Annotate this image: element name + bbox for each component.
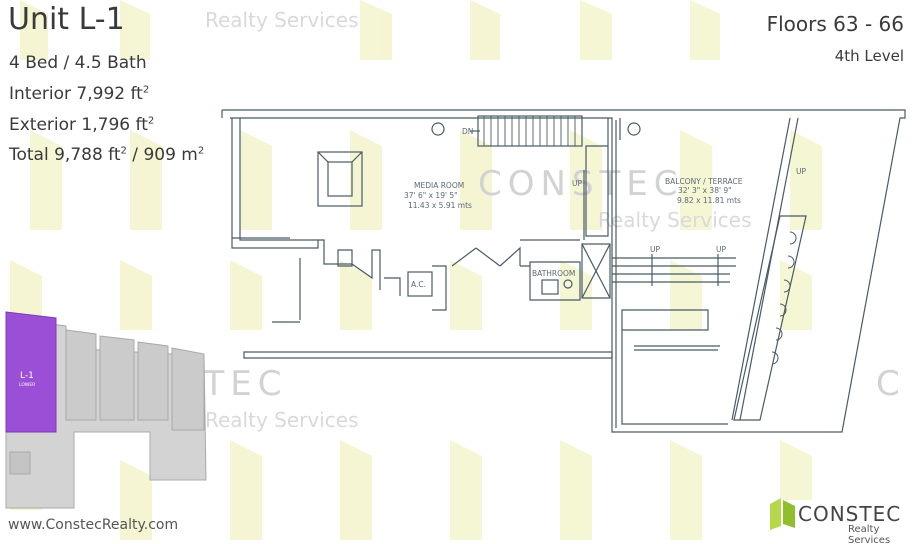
label-up-1: UP <box>572 179 582 188</box>
total-area: Total 9,788 ft2 / 909 m2 <box>9 145 204 165</box>
label-media-room-ft: 37' 6" x 19' 5" <box>404 191 458 200</box>
label-balcony: BALCONY / TERRACE <box>665 177 743 186</box>
level-label: 4th Level <box>834 47 904 65</box>
logo-sub: Realty Services <box>848 524 891 544</box>
exterior-area: Exterior 1,796 ft2 <box>9 115 154 135</box>
label-media-room: MEDIA ROOM <box>414 181 464 190</box>
watermark-brand-center: CONSTEC <box>478 164 684 204</box>
key-plan: L-1 LOWER <box>5 311 207 509</box>
label-up-2: UP <box>796 167 806 176</box>
unit-title: Unit L-1 <box>8 2 125 37</box>
exterior-area-text: Exterior 1,796 ft <box>9 115 148 135</box>
watermark-brand-edge: C <box>876 364 900 404</box>
label-bathroom: BATHROOM <box>532 269 575 278</box>
key-plan-unit-label: L-1 <box>20 371 34 381</box>
label-ac: A.C. <box>411 280 426 289</box>
interior-area: Interior 7,992 ft2 <box>9 84 149 104</box>
key-plan-highlight <box>5 311 57 433</box>
label-media-room-m: 11.43 x 5.91 mts <box>408 201 472 210</box>
website-url[interactable]: www.ConstecRealty.com <box>8 517 179 533</box>
total-area-text: Total 9,788 ft <box>9 145 121 165</box>
beds-baths: 4 Bed / 4.5 Bath <box>9 53 147 73</box>
squared-sup: 2 <box>197 145 205 157</box>
label-up-4: UP <box>716 245 726 254</box>
squared-sup: 2 <box>147 115 155 127</box>
constec-logo-icon <box>770 498 795 530</box>
watermark-top-text: Realty Services <box>205 8 359 32</box>
key-plan-unit-sublabel: LOWER <box>19 382 35 388</box>
constec-logo: CONSTEC Realty Services <box>768 496 908 544</box>
floors-range: Floors 63 - 66 <box>766 12 904 36</box>
squared-sup: 2 <box>142 84 150 96</box>
label-balcony-ft: 32' 3" x 38' 9" <box>678 186 732 195</box>
logo-name: CONSTEC <box>798 502 902 526</box>
interior-area-text: Interior 7,992 ft <box>9 84 143 104</box>
label-dn: DN <box>462 127 473 136</box>
watermark-sub-center: Realty Services <box>598 208 752 232</box>
watermark-sub-left: Realty Services <box>205 408 359 432</box>
label-up-3: UP <box>650 245 660 254</box>
label-balcony-m: 9.82 x 11.81 mts <box>677 196 741 205</box>
total-area-metric: / 909 m <box>126 145 198 165</box>
squared-sup: 2 <box>120 145 127 157</box>
